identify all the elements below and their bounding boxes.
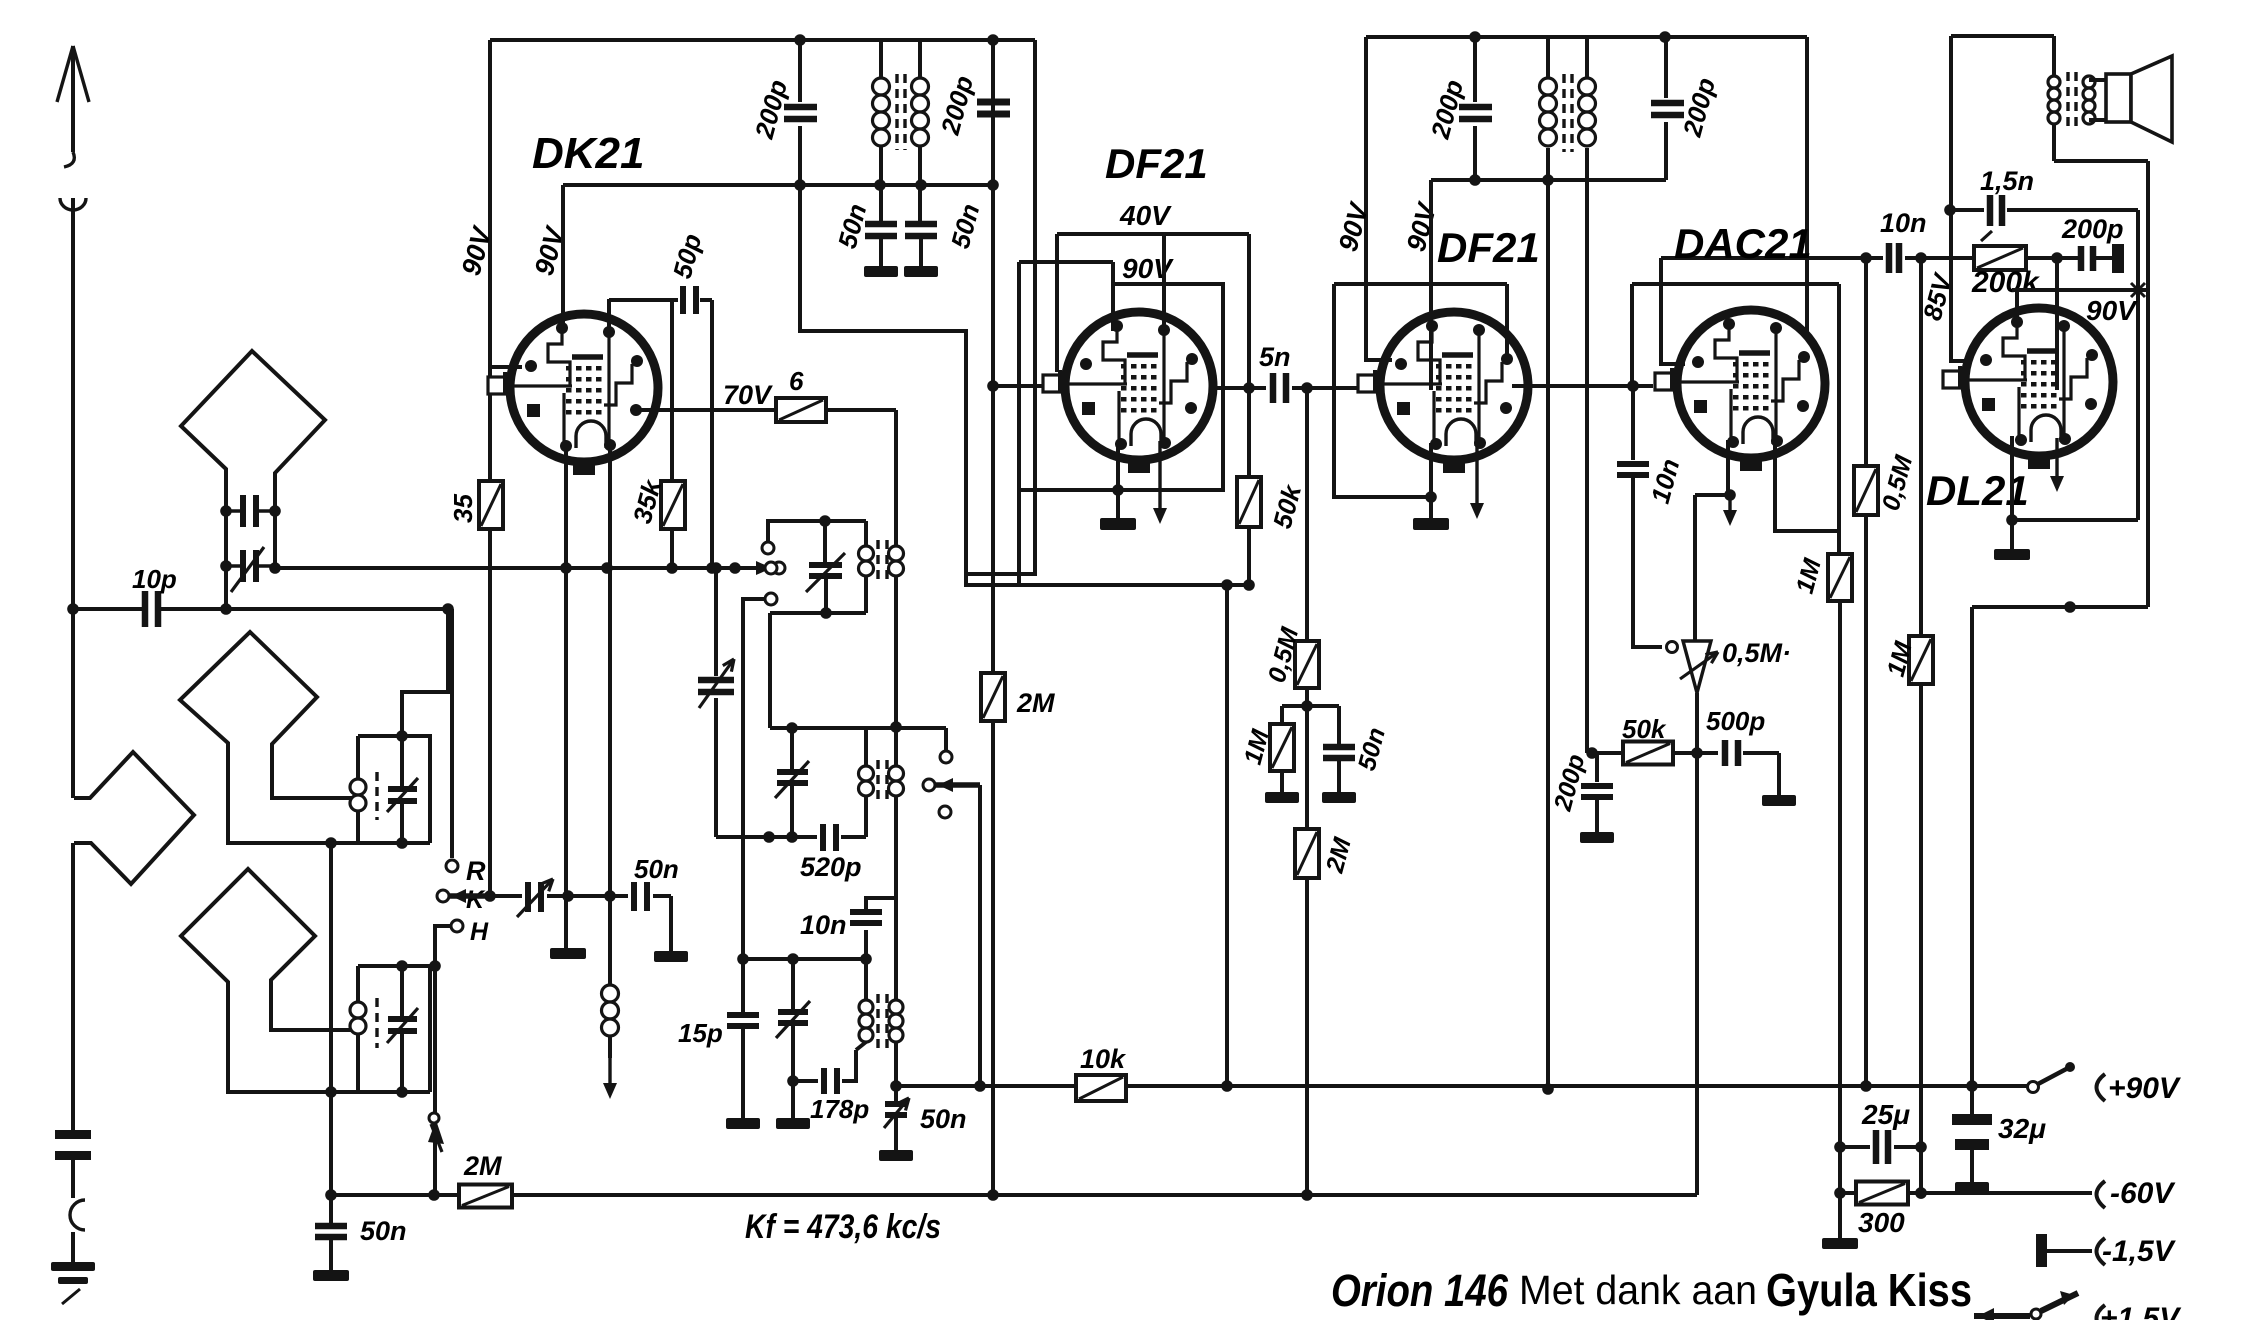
svg-text:200p: 200p [2061, 214, 2124, 244]
svg-text:10n: 10n [1880, 208, 1927, 238]
svg-text:50n: 50n [360, 1216, 407, 1246]
svg-text:K: K [466, 886, 486, 914]
svg-text:Kf = 473,6 kc/s: Kf = 473,6 kc/s [745, 1208, 941, 1246]
svg-text:+90V: +90V [2108, 1072, 2182, 1105]
svg-text:R: R [466, 856, 486, 886]
svg-text:+1,5V: +1,5V [2100, 1302, 2182, 1320]
svg-text:178p: 178p [810, 1094, 869, 1124]
svg-text:50n: 50n [634, 854, 679, 884]
svg-text:15p: 15p [678, 1018, 723, 1048]
svg-text:70V: 70V [723, 380, 773, 410]
svg-text:10p: 10p [132, 564, 177, 594]
svg-text:0,5M·: 0,5M· [1722, 638, 1791, 668]
svg-text:2M: 2M [1016, 688, 1055, 718]
svg-text:-60V: -60V [2110, 1177, 2176, 1210]
svg-text:90V: 90V [1122, 253, 1174, 284]
svg-text:2M: 2M [463, 1151, 502, 1181]
svg-text:300: 300 [1858, 1207, 1905, 1238]
svg-text:Orion 146: Orion 146 [1331, 1265, 1509, 1316]
svg-text:32μ: 32μ [1998, 1113, 2046, 1144]
svg-text:DAC21: DAC21 [1674, 220, 1812, 267]
svg-text:40V: 40V [1119, 200, 1172, 231]
svg-text:H: H [470, 918, 489, 946]
svg-text:1,5n: 1,5n [1980, 166, 2034, 196]
svg-text:50k: 50k [1622, 714, 1667, 744]
svg-text:Met dank aan: Met dank aan [1519, 1267, 1757, 1313]
svg-text:500p: 500p [1706, 706, 1765, 736]
svg-text:200k: 200k [1971, 266, 2040, 299]
svg-text:50n: 50n [920, 1104, 967, 1134]
svg-text:10k: 10k [1080, 1044, 1127, 1074]
svg-text:DF21: DF21 [1437, 224, 1540, 271]
svg-text:5n: 5n [1259, 342, 1291, 372]
svg-text:25μ: 25μ [1861, 1099, 1910, 1130]
svg-text:DK21: DK21 [532, 129, 645, 178]
svg-text:10n: 10n [800, 910, 847, 940]
svg-text:90V: 90V [2086, 295, 2138, 326]
svg-text:6: 6 [789, 366, 804, 396]
svg-text:Gyula Kiss: Gyula Kiss [1766, 1264, 1972, 1316]
svg-text:-1,5V: -1,5V [2102, 1235, 2177, 1268]
svg-text:520p: 520p [800, 852, 862, 882]
svg-text:DF21: DF21 [1105, 140, 1208, 187]
svg-text:35: 35 [448, 494, 478, 523]
